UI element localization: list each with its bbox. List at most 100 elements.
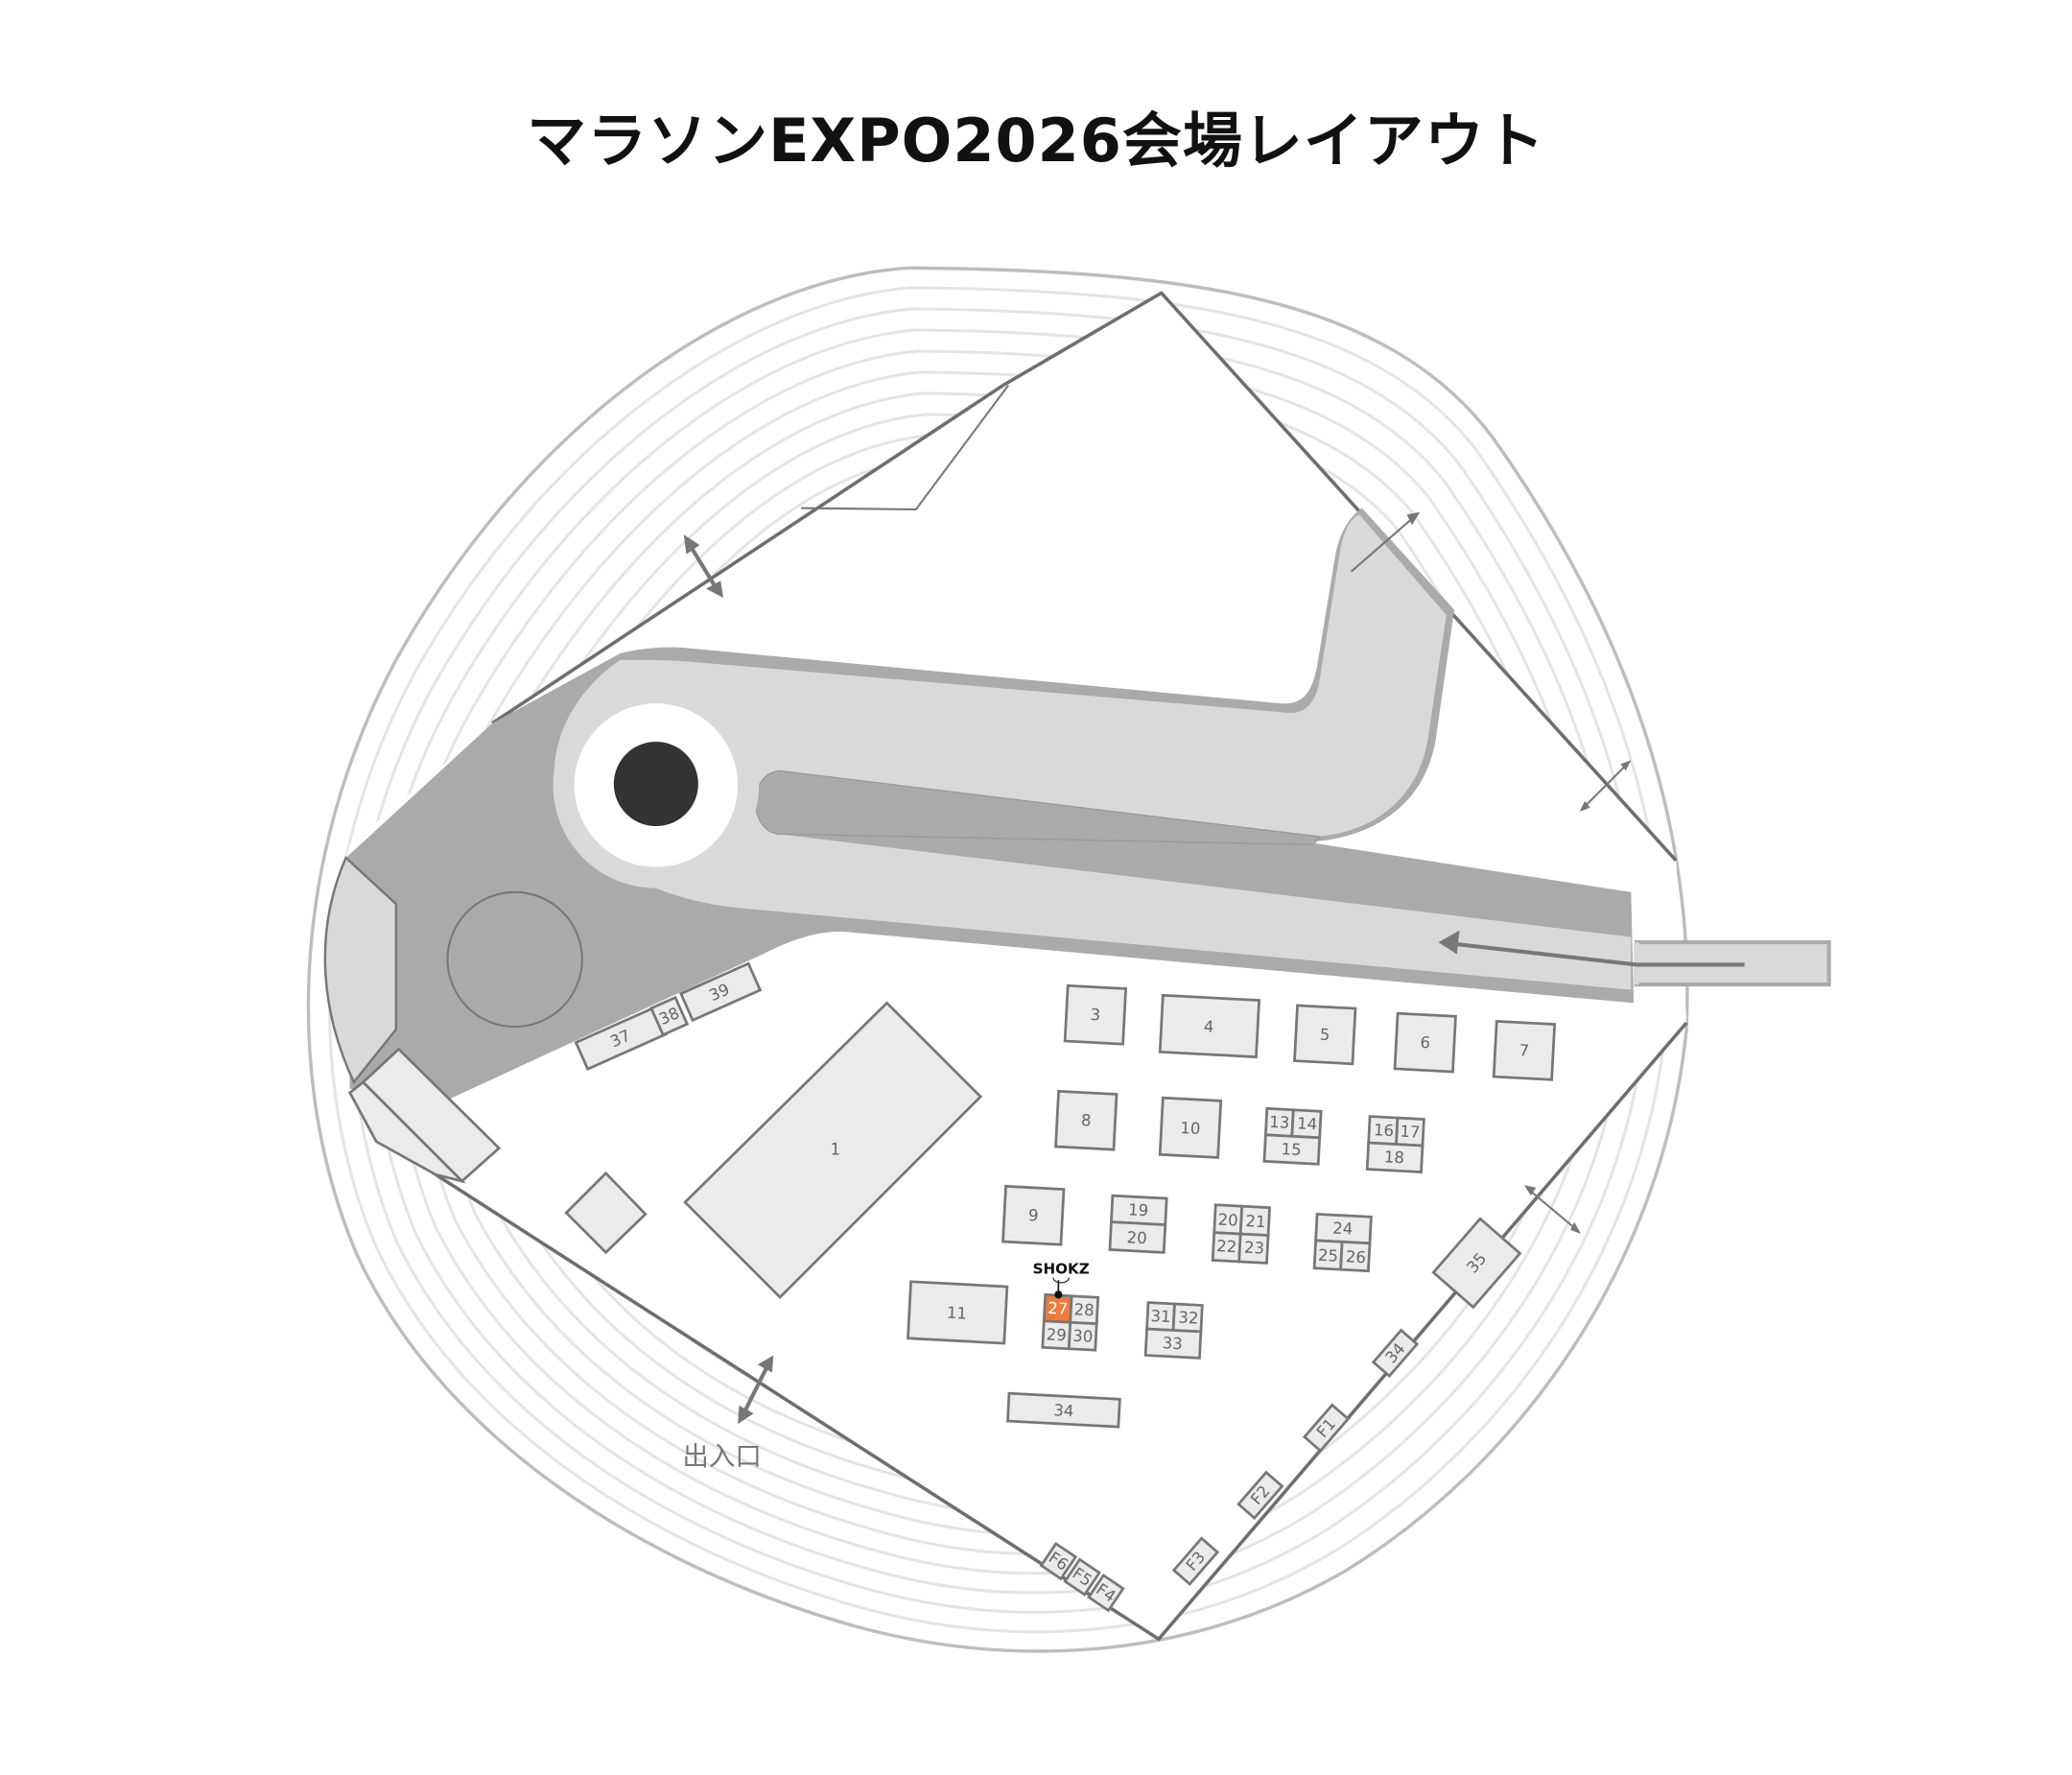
booth-group-16-18: 16 17 18 [1365,1115,1425,1173]
entrance-label: 出入口 [682,1441,762,1472]
svg-text:31: 31 [1150,1307,1171,1326]
booth-9[interactable]: 9 [1001,1184,1066,1246]
svg-text:33: 33 [1162,1334,1183,1353]
booth-7[interactable]: 7 [1492,1019,1557,1081]
booth-17[interactable]: 17 [1395,1116,1425,1148]
booth-14[interactable]: 14 [1290,1108,1323,1140]
booth-diamond[interactable] [564,1171,648,1255]
booth-33[interactable]: 33 [1143,1327,1203,1360]
booth-38[interactable]: 38 [649,995,690,1037]
booth-group-19-20: 19 20 [1108,1194,1168,1254]
svg-text:11: 11 [946,1304,967,1323]
booth-39[interactable]: 39 [678,961,763,1023]
booth-6[interactable]: 6 [1393,1011,1457,1074]
booth-4[interactable]: 4 [1158,993,1261,1059]
svg-text:5: 5 [1319,1026,1330,1045]
booth-23[interactable]: 23 [1237,1232,1270,1265]
booth-24[interactable]: 24 [1314,1212,1373,1245]
svg-text:3: 3 [1090,1006,1100,1025]
svg-text:22: 22 [1216,1237,1237,1256]
booth-group-24-26: 24 25 26 [1312,1212,1373,1273]
shokz-marker: SHOKZ [1033,1260,1090,1299]
booth-group-20-23: 20 21 22 23 [1211,1203,1271,1265]
svg-text:21: 21 [1245,1212,1266,1231]
svg-text:32: 32 [1178,1308,1199,1327]
booth-3[interactable]: 3 [1063,983,1128,1046]
course-lane [553,514,1632,990]
svg-text:30: 30 [1072,1327,1094,1346]
flow-arrow [1451,941,1745,967]
door-arrow-top-right [1351,511,1421,573]
booth-11[interactable]: 11 [906,1280,1009,1345]
booth-f4[interactable]: F4 [1087,1573,1125,1613]
booth-20-b[interactable]: 20 [1213,1203,1244,1236]
booth-group-27-30: 27 28 29 30 [1041,1292,1100,1352]
booth-group-13-15: 13 14 15 [1262,1106,1323,1166]
booth-22[interactable]: 22 [1211,1231,1242,1264]
left-lounge [323,855,398,1085]
pin-icon [1054,1290,1063,1299]
booth-5[interactable]: 5 [1293,1004,1357,1066]
booth-28[interactable]: 28 [1069,1294,1100,1326]
hall-wall-upper-left [491,384,1004,725]
booth-31[interactable]: 31 [1145,1301,1176,1332]
booth-25[interactable]: 25 [1312,1239,1344,1271]
booth-15[interactable]: 15 [1262,1133,1322,1166]
svg-text:14: 14 [1297,1114,1318,1133]
door-arrow-right [1579,760,1632,812]
start-marker [613,742,698,827]
svg-text:4: 4 [1203,1017,1213,1036]
svg-text:19: 19 [1128,1200,1149,1219]
hall-wall-bottom [435,1021,1688,1642]
svg-text:20: 20 [1217,1211,1238,1230]
svg-text:29: 29 [1046,1325,1067,1344]
svg-text:10: 10 [1180,1119,1201,1138]
booth-10[interactable]: 10 [1158,1096,1223,1159]
hall-wall-top [1001,291,1678,863]
booth-21[interactable]: 21 [1238,1204,1271,1238]
booth-13[interactable]: 13 [1263,1106,1295,1138]
shokz-logo: SHOKZ [1033,1260,1090,1277]
booth-f5[interactable]: F5 [1063,1557,1102,1597]
page-title: マラソンEXPO2026会場レイアウト [527,106,1545,176]
svg-text:24: 24 [1332,1219,1354,1239]
booth-f1[interactable]: F1 [1302,1403,1351,1454]
booth-20[interactable]: 20 [1108,1220,1167,1254]
svg-text:17: 17 [1400,1123,1421,1142]
booth-35[interactable]: 35 [1431,1217,1522,1310]
svg-text:13: 13 [1269,1113,1290,1132]
svg-text:27: 27 [1048,1299,1069,1318]
booth-1[interactable]: 1 [683,1001,983,1300]
svg-text:15: 15 [1281,1140,1302,1159]
booth-group-31-33: 31 32 33 [1143,1301,1204,1360]
svg-text:1: 1 [831,1141,841,1159]
booth-27[interactable]: 27 [1042,1292,1073,1324]
booth-30[interactable]: 30 [1067,1320,1098,1352]
door-arrow-upper-left [683,534,724,599]
svg-text:18: 18 [1383,1148,1404,1167]
booth-16[interactable]: 16 [1367,1115,1400,1147]
svg-text:6: 6 [1420,1033,1430,1053]
stage-outline [801,385,1009,510]
svg-text:23: 23 [1244,1239,1265,1258]
door-arrow-lower-right [1523,1185,1582,1235]
svg-text:26: 26 [1345,1247,1366,1266]
booth-37[interactable]: 37 [574,1006,669,1072]
booth-19[interactable]: 19 [1109,1194,1168,1227]
svg-text:16: 16 [1374,1121,1395,1140]
booth-32[interactable]: 32 [1171,1302,1204,1334]
svg-text:7: 7 [1519,1041,1529,1060]
svg-text:34: 34 [1053,1401,1074,1420]
booth-34[interactable]: 34 [1006,1391,1121,1429]
svg-text:25: 25 [1318,1246,1339,1266]
booth-26[interactable]: 26 [1339,1240,1372,1273]
lounge-box [348,1047,502,1184]
booth-29[interactable]: 29 [1041,1319,1072,1351]
svg-text:9: 9 [1028,1206,1039,1225]
booth-18[interactable]: 18 [1365,1141,1424,1173]
door-arrow-entrance[interactable] [738,1355,774,1425]
circle-plaza [446,890,583,1029]
booth-8[interactable]: 8 [1054,1089,1118,1151]
booth-f6[interactable]: F6 [1039,1541,1078,1581]
